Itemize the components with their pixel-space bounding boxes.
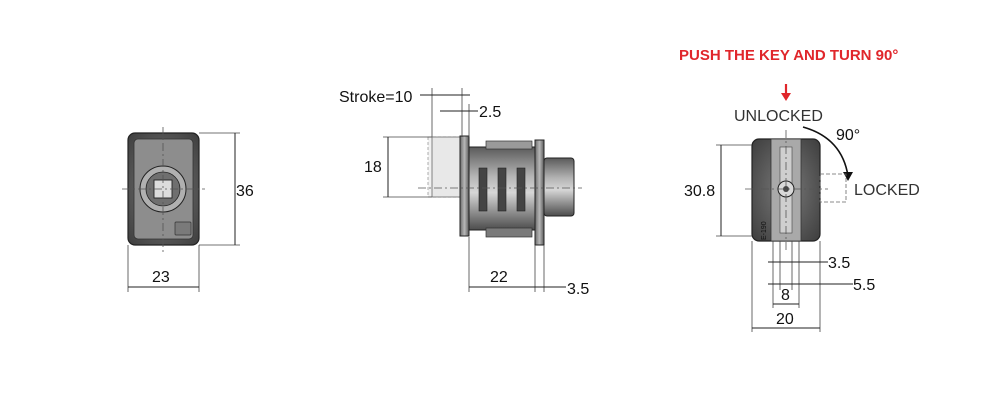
locked-label: LOCKED (854, 182, 920, 199)
side-view: Stroke=10 2.5 18 22 3.5 (339, 88, 589, 298)
front-view: 36 23 (122, 127, 254, 292)
dim-front-height: 36 (236, 183, 254, 200)
dim-stroke: Stroke=10 (339, 89, 412, 106)
dim-rear-height: 30.8 (684, 183, 715, 200)
dim-knob: 18 (364, 159, 382, 176)
unlocked-label: UNLOCKED (734, 108, 823, 125)
dim-rear-b: 5.5 (853, 277, 875, 294)
dim-front-width: 23 (152, 269, 170, 286)
dim-body-length: 22 (490, 269, 508, 286)
key-stub (431, 136, 463, 198)
side-body-top-step (485, 140, 533, 150)
side-plunger (543, 157, 575, 217)
instruction-text: PUSH THE KEY AND TURN 90° (679, 47, 898, 64)
rear-view: PUSH THE KEY AND TURN 90° UNLOCKED 90° L… (679, 47, 920, 332)
rotation-arrow-icon (802, 126, 849, 177)
marking-plate (174, 221, 192, 236)
dim-offset: 2.5 (479, 104, 501, 121)
locked-position-phantom (819, 173, 847, 203)
angle-label: 90° (836, 127, 860, 144)
side-slot-1 (478, 167, 488, 212)
dim-flange: 3.5 (567, 281, 589, 298)
rotation-arrowhead (843, 172, 853, 181)
side-slot-3 (516, 167, 526, 212)
side-flange (459, 135, 470, 237)
side-body-bottom-step (485, 227, 533, 238)
side-slot-2 (497, 167, 507, 212)
dim-rear-a: 3.5 (828, 255, 850, 272)
dim-rear-c: 8 (781, 287, 790, 304)
arrow-down-icon (781, 84, 791, 101)
part-marking: E-190 (761, 221, 768, 240)
side-rear-plate (534, 139, 545, 246)
dim-rear-width: 20 (776, 311, 794, 328)
